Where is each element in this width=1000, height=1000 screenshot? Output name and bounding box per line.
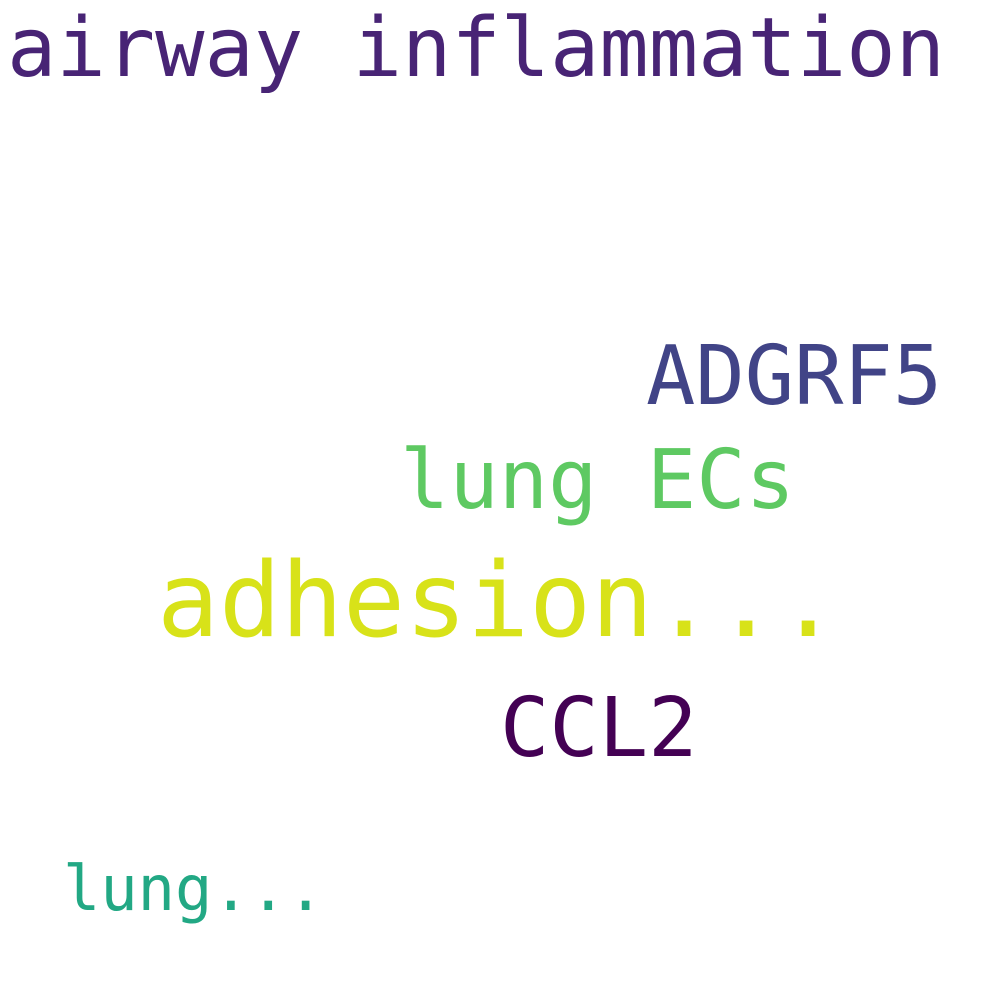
- word-lung: lung...: [63, 852, 325, 925]
- word-adhesion: adhesion...: [157, 541, 840, 661]
- word-airway-inflammation: airway inflammation: [7, 1, 945, 96]
- word-ccl2: CCL2: [500, 681, 698, 776]
- word-lung-ecs: lung ECs: [400, 433, 795, 528]
- word-adgrf5: ADGRF5: [646, 329, 943, 424]
